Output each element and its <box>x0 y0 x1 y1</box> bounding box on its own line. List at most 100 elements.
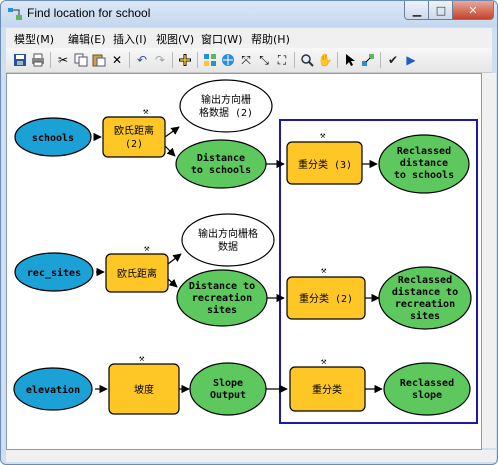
hammer-icon: ⚒ <box>321 357 327 367</box>
hammer-icon: ⚒ <box>144 244 150 254</box>
paste-button[interactable] <box>90 51 108 69</box>
toolbar-separator <box>172 52 173 68</box>
add-data-button[interactable] <box>176 51 194 69</box>
horizontal-scrollbar[interactable] <box>6 450 482 462</box>
connect-button[interactable] <box>359 51 377 69</box>
model-canvas[interactable]: schools ⚒ 欧氏距离 (2) 输出方向栅 格数据 (2) Distanc… <box>6 73 482 450</box>
print-button[interactable] <box>29 51 47 69</box>
result-label-line: recreation <box>395 298 455 310</box>
toolbar-separator <box>197 52 198 68</box>
undo-button[interactable]: ↶ <box>133 51 151 69</box>
tool-slope-node[interactable] <box>108 363 180 415</box>
slope-output-node[interactable] <box>189 362 267 416</box>
copy-button[interactable] <box>72 51 90 69</box>
validate-button[interactable]: ✔ <box>384 51 402 69</box>
direction-label-line: 输出方向栅 <box>201 93 251 106</box>
distance-label-line: Output <box>210 390 246 401</box>
minimize-button[interactable]: ▁ <box>404 1 430 20</box>
selection-box <box>279 119 478 424</box>
result-label-line: Reclassed <box>398 275 452 286</box>
distance-label-line: to schools <box>191 165 251 176</box>
run-icon: ▶ <box>406 53 416 67</box>
hammer-icon: ⚒ <box>321 266 327 276</box>
zoom-out-fixed-button[interactable]: ⤡ <box>255 51 273 69</box>
zoom-in-icon: ⤧ <box>241 53 251 67</box>
toolbar-separator <box>380 52 381 68</box>
redo-icon: ↷ <box>154 53 166 67</box>
menu-edit[interactable]: 编辑(E) <box>68 33 106 46</box>
output-direction-raster-2-node[interactable] <box>179 79 273 133</box>
input-rec-sites-label: rec_sites <box>27 267 81 279</box>
vertical-scrollbar[interactable] <box>482 73 496 448</box>
output-direction-raster-node[interactable] <box>181 213 275 267</box>
connector <box>164 126 180 138</box>
tool-euclidean-distance-2-node[interactable] <box>102 116 166 158</box>
zoom-out-icon: ⤡ <box>259 53 269 67</box>
full-extent-button[interactable] <box>219 51 237 69</box>
direction-label-line: 输出方向栅格 <box>198 227 258 240</box>
tool-reclassify-node[interactable] <box>289 366 366 412</box>
auto-layout-button[interactable] <box>201 51 219 69</box>
fixed-zoom-icon: ⛶ <box>277 53 287 67</box>
menu-view[interactable]: 视图(V) <box>156 33 195 46</box>
input-rec-sites-node[interactable] <box>14 252 94 292</box>
menu-help[interactable]: 帮助(H) <box>251 33 290 46</box>
reclassed-distance-to-schools-node[interactable] <box>378 134 470 194</box>
cut-icon: ✂ <box>57 53 69 67</box>
close-button[interactable]: ✕ <box>452 1 494 20</box>
run-button[interactable]: ▶ <box>402 51 420 69</box>
maximize-button[interactable]: □ <box>428 1 454 20</box>
fixed-zoom-button[interactable]: ⛶ <box>273 51 291 69</box>
tool-label-line: 欧氏距离 <box>117 267 157 280</box>
input-schools-label: schools <box>32 133 74 144</box>
result-label-line: sites <box>410 310 440 322</box>
distance-to-recreation-sites-node[interactable] <box>176 269 268 327</box>
reclass-label: 重分类 (3) <box>298 158 352 171</box>
zoom-tool-button[interactable] <box>298 51 316 69</box>
select-button[interactable] <box>341 51 359 69</box>
title-bar[interactable]: Find location for school ▁ □ ✕ <box>1 1 497 27</box>
menu-model[interactable]: 模型(M) <box>14 33 55 46</box>
direction-label-line: 格数据 (2) <box>199 106 253 119</box>
input-elevation-label: elevation <box>26 384 80 396</box>
result-label-line: Reclassed <box>397 146 451 157</box>
connector <box>167 253 182 265</box>
menu-insert[interactable]: 插入(I) <box>113 33 147 46</box>
distance-to-schools-node[interactable] <box>175 139 267 189</box>
full-extent-icon <box>222 54 234 66</box>
distance-label-line: Distance to <box>189 280 255 292</box>
window-title: Find location for school <box>27 6 151 20</box>
toolbar-separator <box>50 52 51 68</box>
tool-euclidean-distance-node[interactable] <box>105 253 169 293</box>
connector <box>164 145 176 157</box>
save-icon <box>14 54 26 66</box>
input-schools-node[interactable] <box>14 117 92 157</box>
redo-button[interactable]: ↷ <box>151 51 169 69</box>
add-data-icon <box>179 54 191 66</box>
hammer-icon: ⚒ <box>143 107 149 117</box>
pan-button[interactable]: ✋ <box>316 51 334 69</box>
menu-window[interactable]: 窗口(W) <box>201 33 243 46</box>
zoom-tool-icon <box>301 54 314 67</box>
connector <box>167 278 178 288</box>
result-label-line: distance <box>400 157 448 169</box>
reclassed-slope-node[interactable] <box>383 362 471 416</box>
connect-icon <box>362 54 374 66</box>
cut-button[interactable]: ✂ <box>54 51 72 69</box>
validate-icon: ✔ <box>387 53 399 67</box>
save-button[interactable] <box>11 51 29 69</box>
tool-label-line: 欧氏距离 <box>114 124 154 137</box>
reclassed-distance-to-recreation-sites-node[interactable] <box>378 266 472 330</box>
hammer-icon: ⚒ <box>320 131 326 141</box>
tool-reclassify-2-node[interactable] <box>286 276 366 320</box>
delete-button[interactable]: ✕ <box>108 51 126 69</box>
undo-icon: ↶ <box>136 53 148 67</box>
zoom-in-fixed-button[interactable]: ⤧ <box>237 51 255 69</box>
tool-reclassify-3-node[interactable] <box>286 141 363 185</box>
resize-grip[interactable] <box>482 450 496 462</box>
direction-label-line: 数据 <box>218 240 238 253</box>
auto-layout-icon <box>204 54 216 66</box>
paste-icon <box>92 54 106 67</box>
select-icon <box>346 54 355 66</box>
input-elevation-node[interactable] <box>13 367 93 411</box>
